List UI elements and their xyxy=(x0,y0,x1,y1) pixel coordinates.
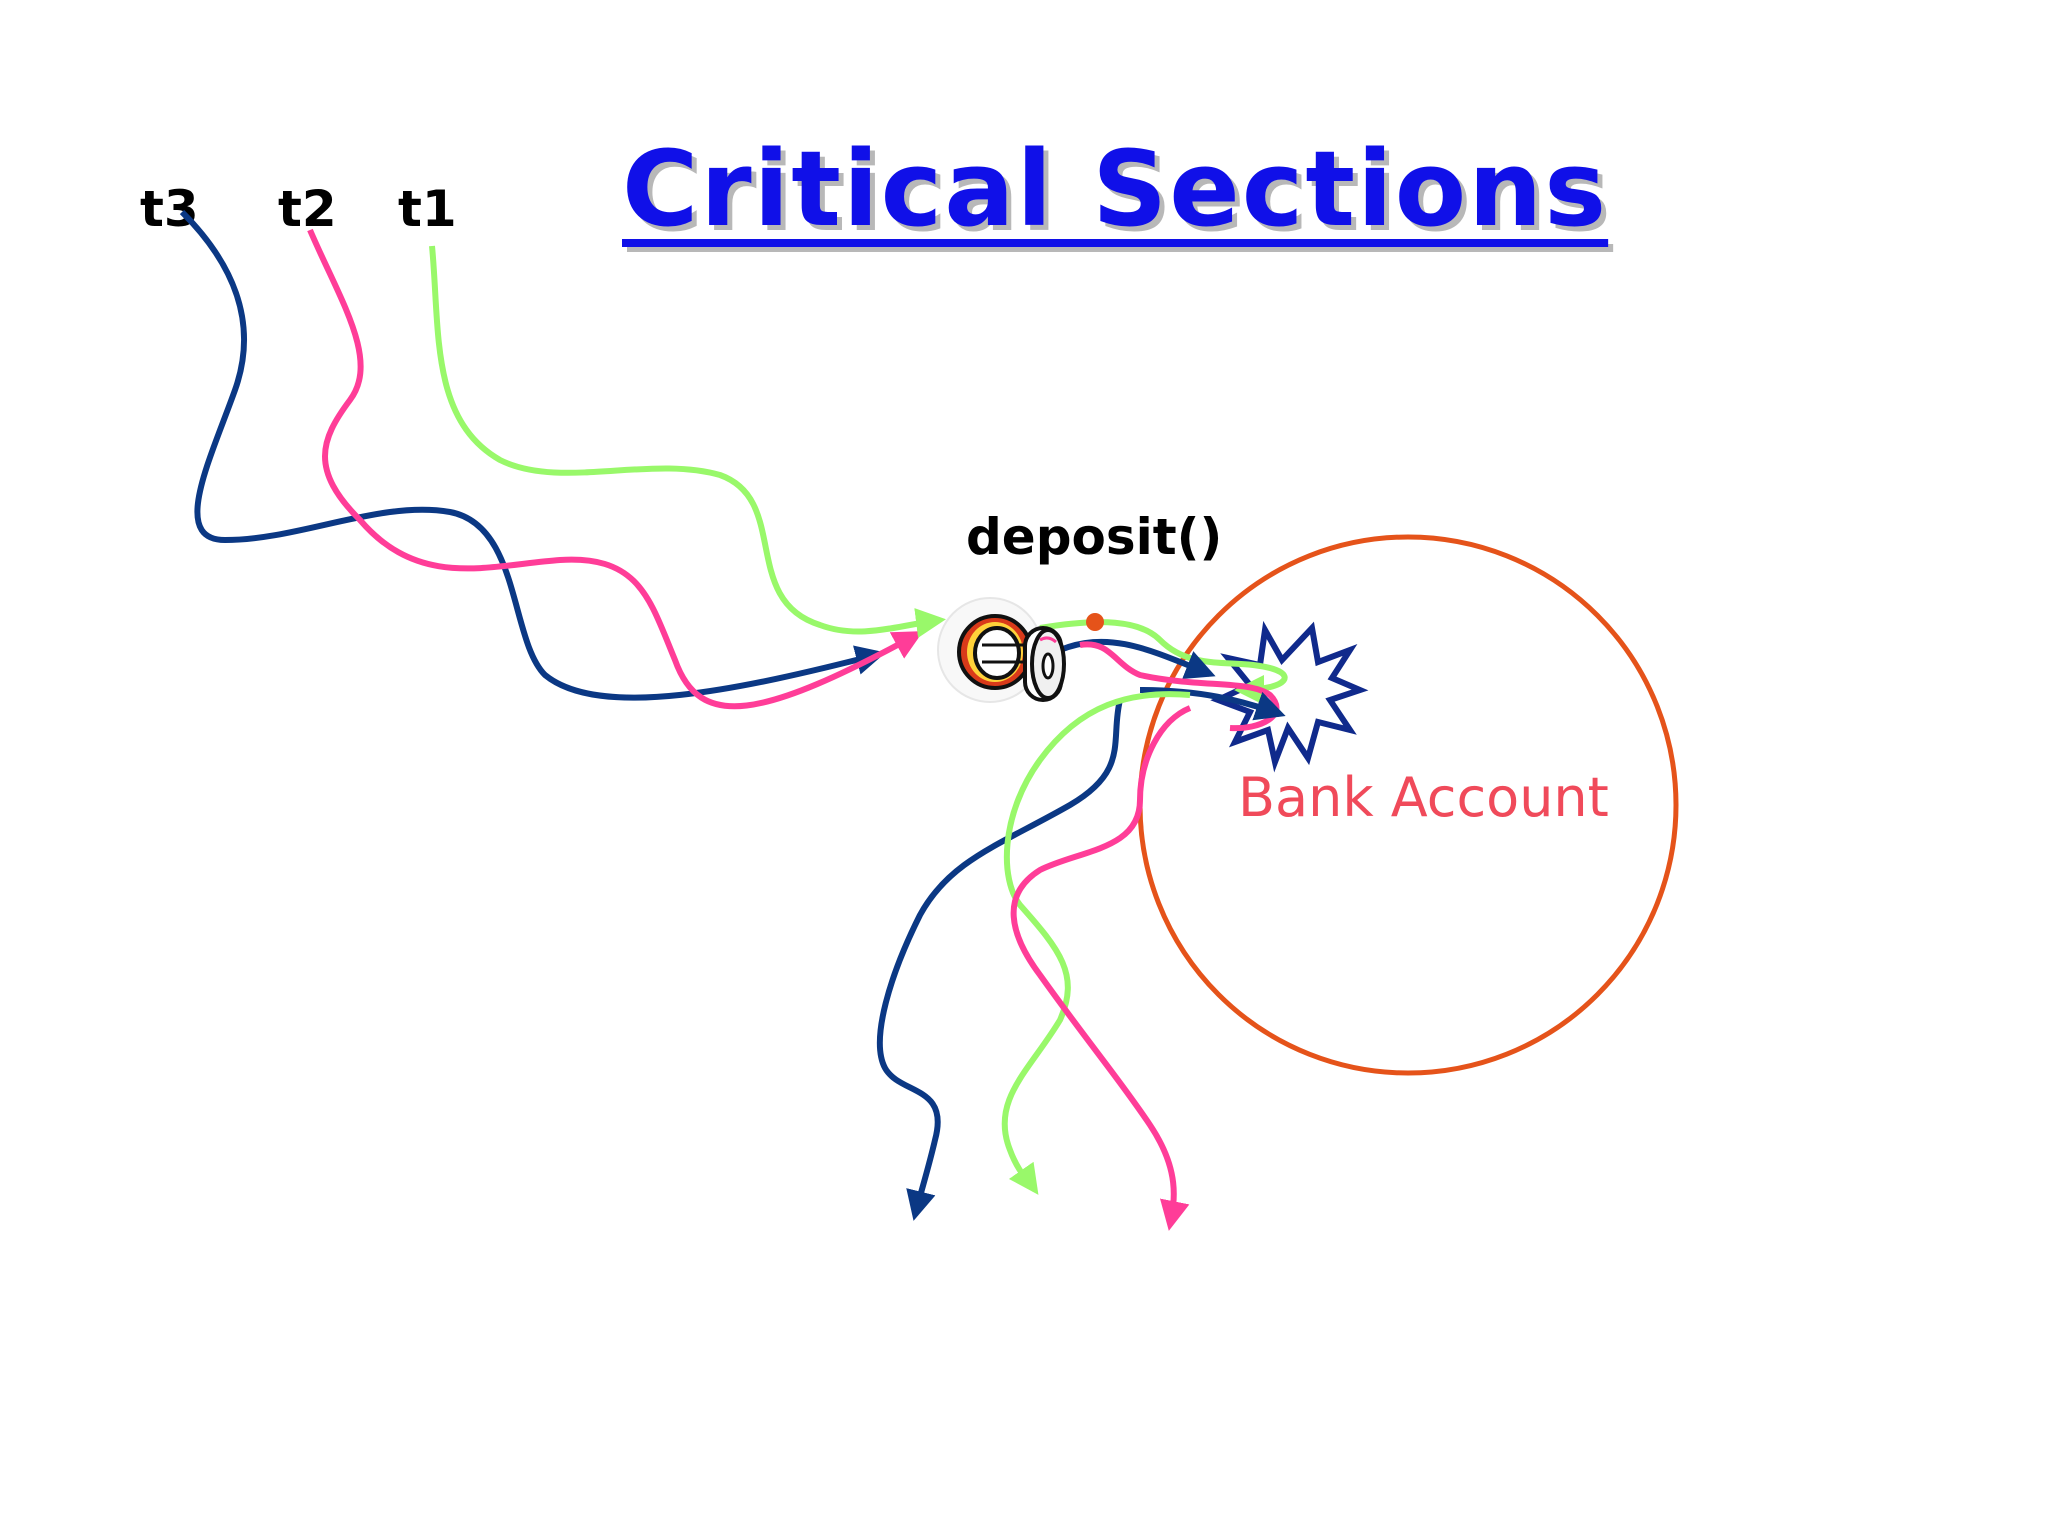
thread-t2-path-out xyxy=(1014,708,1190,1225)
thread-t3-path-out xyxy=(880,700,1120,1215)
thread-t1-path-out xyxy=(1005,694,1190,1190)
explosion-star-icon xyxy=(1218,628,1360,762)
padlock-icon xyxy=(938,598,1104,702)
bank-account-label: Bank Account xyxy=(1238,766,1609,829)
deposit-method-label: deposit() xyxy=(966,508,1222,566)
thread-t3-path-in xyxy=(182,212,880,698)
